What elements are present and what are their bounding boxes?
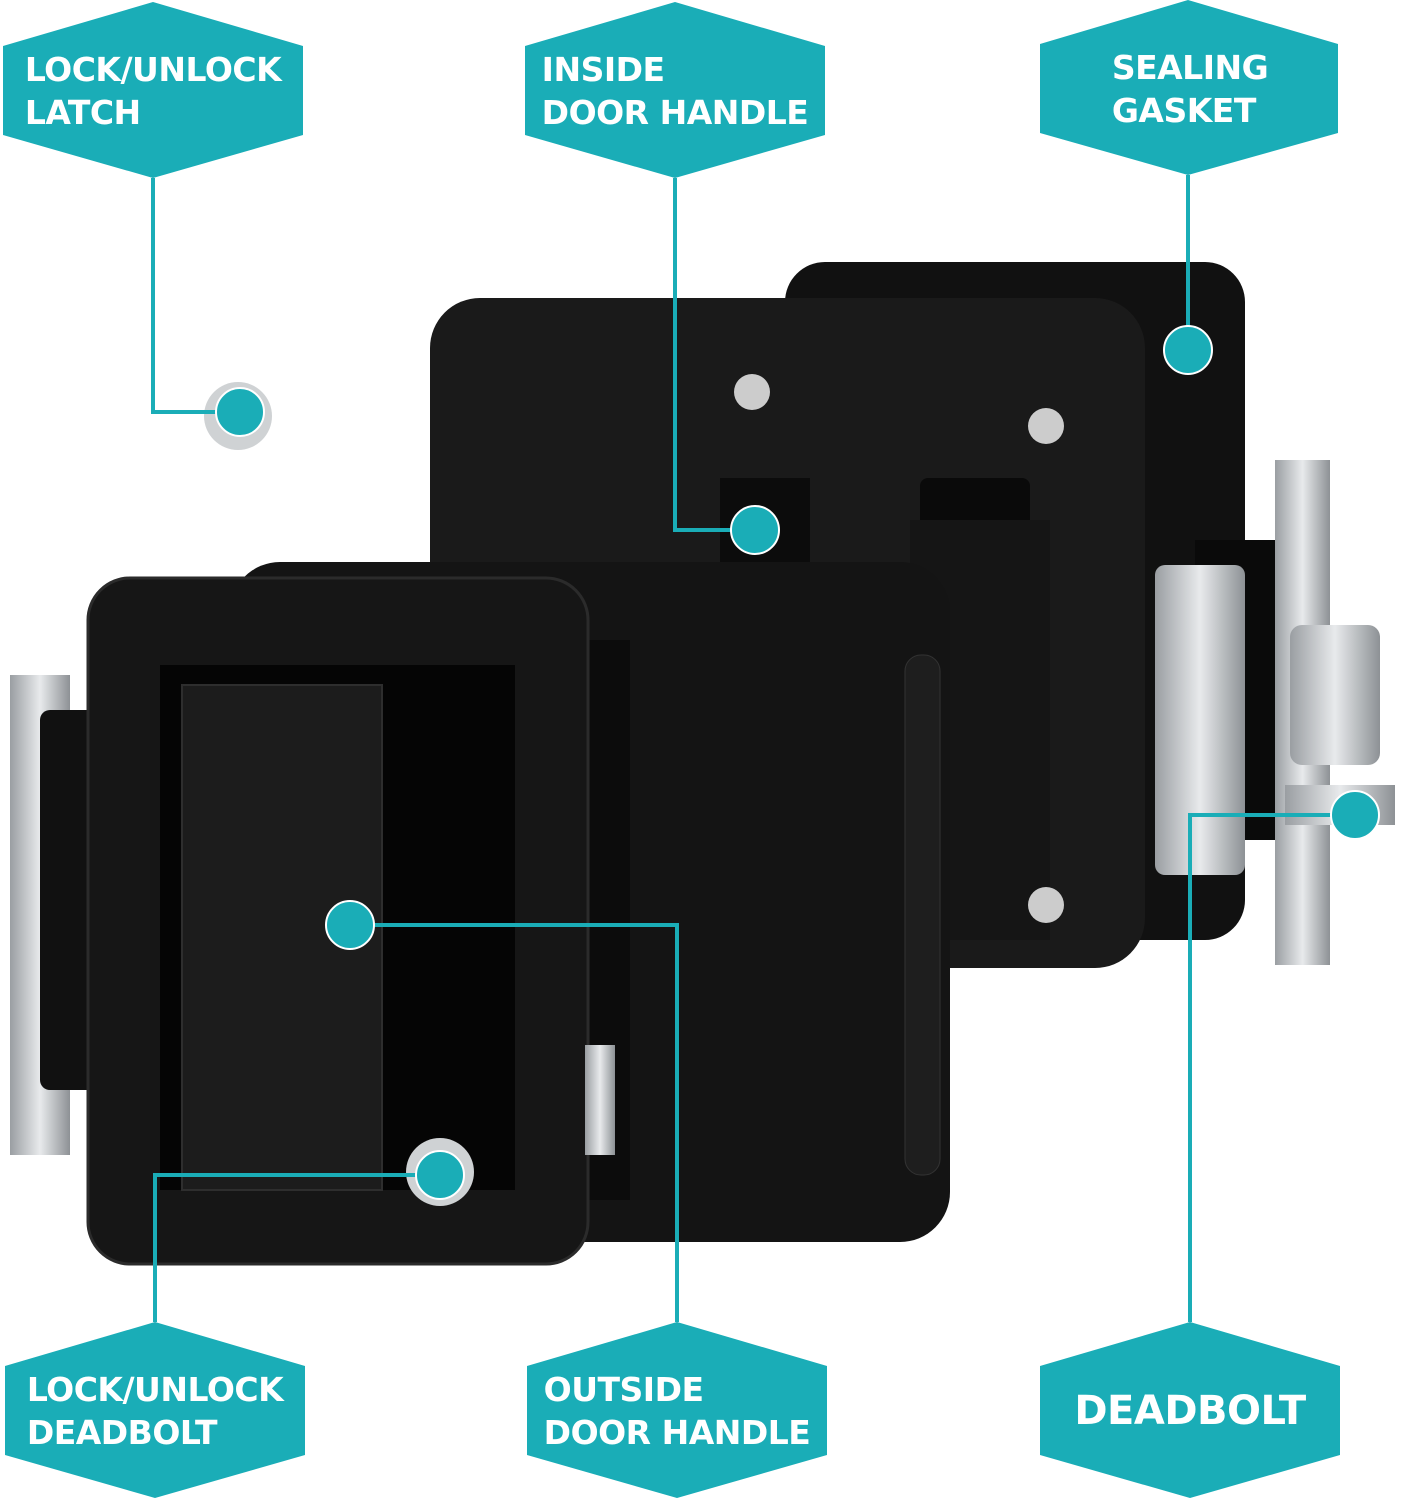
label-lock-unlock-deadbolt: LOCK/UNLOCK DEADBOLT	[5, 1322, 305, 1500]
callout-dot	[325, 900, 375, 950]
label-inside-door-handle: INSIDE DOOR HANDLE	[525, 2, 825, 180]
label-hexagons	[3, 0, 1340, 1498]
screw-icon	[1028, 408, 1064, 444]
callout-dot	[415, 1150, 465, 1200]
callout-dot	[215, 387, 265, 437]
leader-lines	[151, 175, 1355, 1322]
callout-dot	[1330, 790, 1380, 840]
label-text: LOCK/UNLOCK DEADBOLT	[26, 1370, 284, 1452]
label-text: DEADBOLT	[1074, 1387, 1306, 1434]
label-text: SEALING GASKET	[1111, 48, 1269, 130]
screw-icon	[1028, 887, 1064, 923]
callout-dot	[1163, 325, 1213, 375]
label-text: LOCK/UNLOCK LATCH	[24, 50, 282, 132]
label-deadbolt: DEADBOLT	[1040, 1322, 1340, 1500]
label-lock-unlock-latch: LOCK/UNLOCK LATCH	[3, 2, 303, 180]
latch-plate	[1155, 565, 1245, 875]
callout-dot	[730, 505, 780, 555]
label-sealing-gasket: SEALING GASKET	[1040, 0, 1340, 178]
screw-icon	[734, 374, 770, 410]
label-text: OUTSIDE DOOR HANDLE	[543, 1370, 811, 1452]
label-outside-door-handle: OUTSIDE DOOR HANDLE	[527, 1322, 827, 1500]
label-text: INSIDE DOOR HANDLE	[541, 50, 809, 132]
